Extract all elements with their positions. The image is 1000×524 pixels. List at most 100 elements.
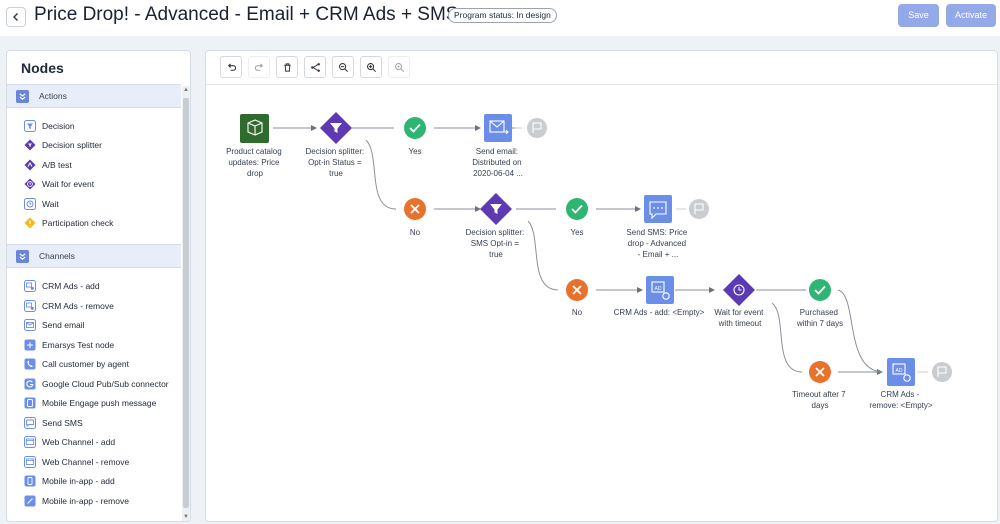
node-item-emarsys-test-node[interactable]: Emarsys Test node bbox=[24, 337, 114, 353]
test-node-icon bbox=[24, 339, 36, 351]
node-item-decision[interactable]: Decision bbox=[24, 118, 75, 134]
node-item-label: Participation check bbox=[42, 218, 114, 228]
node-item-label: Emarsys Test node bbox=[42, 340, 115, 350]
zoom-reset-button[interactable] bbox=[388, 56, 410, 78]
zoom-out-button[interactable] bbox=[332, 56, 354, 78]
no-branch-2[interactable] bbox=[566, 279, 588, 301]
email-icon bbox=[24, 319, 36, 331]
collapse-chevron-icon bbox=[16, 250, 29, 263]
back-button[interactable] bbox=[6, 7, 26, 27]
splitter-2-label: Decision splitter: SMS Opt-in = true bbox=[466, 228, 527, 259]
node-item-label: CRM Ads - add bbox=[42, 281, 100, 291]
purchased-label: Purchased within 7 days bbox=[796, 308, 843, 328]
node-item-participation-check[interactable]: Participation check bbox=[24, 215, 113, 231]
sms-icon bbox=[24, 417, 36, 429]
node-item-decision-splitter[interactable]: Decision splitter bbox=[24, 137, 102, 153]
node-item-wait[interactable]: Wait bbox=[24, 196, 59, 212]
decision-splitter-node-1[interactable] bbox=[320, 112, 352, 144]
nodes-scrollbar[interactable]: ▲ ▼ bbox=[182, 86, 190, 521]
connectors bbox=[273, 125, 928, 375]
zoom-reset-icon bbox=[394, 62, 404, 72]
node-item-label: Mobile Engage push message bbox=[42, 398, 157, 408]
clock-icon bbox=[24, 198, 36, 210]
timeout-label: Timeout after 7 days bbox=[792, 390, 848, 410]
node-item-web-channel-add[interactable]: Web Channel - add bbox=[24, 434, 115, 450]
node-item-mobile-engage-push[interactable]: Mobile Engage push message bbox=[24, 395, 156, 411]
zoom-out-icon bbox=[338, 62, 348, 72]
section-actions-header[interactable]: Actions bbox=[7, 84, 181, 108]
web-remove-icon bbox=[24, 456, 36, 468]
node-item-google-pubsub[interactable]: Google Cloud Pub/Sub connector bbox=[24, 376, 169, 392]
phone-icon bbox=[24, 358, 36, 370]
crm-ads-remove-label: CRM Ads - remove: <Empty> bbox=[869, 390, 932, 410]
scroll-thumb[interactable] bbox=[183, 98, 189, 508]
redo-button[interactable] bbox=[248, 56, 270, 78]
section-channels-header[interactable]: Channels bbox=[7, 244, 181, 268]
send-sms-label: Send SMS: Price drop - Advanced - Email … bbox=[626, 228, 689, 259]
yes-1-label: Yes bbox=[408, 147, 421, 156]
scroll-up-arrow-icon[interactable]: ▲ bbox=[183, 87, 189, 93]
delete-button[interactable] bbox=[276, 56, 298, 78]
node-item-label: CRM Ads - remove bbox=[42, 301, 114, 311]
purchased-branch[interactable] bbox=[809, 279, 831, 301]
activate-button[interactable]: Activate bbox=[946, 4, 996, 27]
web-add-icon bbox=[24, 436, 36, 448]
wait-for-event-node[interactable] bbox=[723, 274, 755, 306]
send-sms-node[interactable] bbox=[644, 195, 672, 223]
no-branch-1[interactable] bbox=[404, 198, 426, 220]
node-item-label: Wait bbox=[42, 199, 59, 209]
node-item-label: Send email bbox=[42, 320, 85, 330]
node-item-label: Send SMS bbox=[42, 418, 83, 428]
zoom-in-button[interactable] bbox=[360, 56, 382, 78]
node-item-mobile-inapp-add[interactable]: Mobile in-app - add bbox=[24, 473, 115, 489]
yes-branch-1[interactable] bbox=[404, 117, 426, 139]
page-header: Price Drop! - Advanced - Email + CRM Ads… bbox=[0, 0, 1000, 36]
section-channels-label: Channels bbox=[39, 251, 75, 261]
page-title: Price Drop! - Advanced - Email + CRM Ads… bbox=[34, 4, 459, 25]
no-1-label: No bbox=[410, 228, 421, 237]
canvas-toolbar bbox=[206, 51, 997, 85]
scroll-down-arrow-icon[interactable]: ▼ bbox=[183, 514, 189, 520]
node-item-crm-ads-add[interactable]: CRM Ads - add bbox=[24, 278, 100, 294]
entry-node[interactable] bbox=[240, 114, 269, 143]
undo-button[interactable] bbox=[220, 56, 242, 78]
collapse-chevron-icon bbox=[16, 90, 29, 103]
diamond-clock-icon bbox=[24, 178, 36, 190]
send-email-label: Send email: Distributed on 2020-06-04 ..… bbox=[472, 147, 524, 178]
crm-ads-add-node[interactable]: AD bbox=[646, 276, 674, 304]
node-item-crm-ads-remove[interactable]: CRM Ads - remove bbox=[24, 298, 114, 314]
nodes-panel: Nodes Actions Decision Decision splitter… bbox=[6, 50, 191, 522]
diamond-filter-icon bbox=[24, 139, 36, 151]
auto-layout-button[interactable] bbox=[304, 56, 326, 78]
program-status-badge: Program status: In design bbox=[448, 8, 557, 23]
yes-branch-2[interactable] bbox=[566, 198, 588, 220]
flow-canvas[interactable]: Product catalog updates: Price drop Deci… bbox=[205, 50, 998, 522]
node-item-label: Google Cloud Pub/Sub connector bbox=[42, 379, 169, 389]
node-item-label: Wait for event bbox=[42, 179, 95, 189]
timeout-branch[interactable] bbox=[809, 361, 831, 383]
google-icon bbox=[24, 378, 36, 390]
node-item-send-email[interactable]: Send email bbox=[24, 317, 85, 333]
node-item-call-customer[interactable]: Call customer by agent bbox=[24, 356, 129, 372]
splitter-1-label: Decision splitter: Opt-in Status = true bbox=[306, 147, 367, 178]
node-item-label: Mobile in-app - remove bbox=[42, 496, 129, 506]
send-email-node[interactable] bbox=[484, 114, 512, 142]
node-item-send-sms[interactable]: Send SMS bbox=[24, 415, 83, 431]
save-button[interactable]: Save bbox=[898, 4, 939, 27]
crm-ads-remove-node[interactable]: AD bbox=[887, 358, 915, 386]
section-actions-label: Actions bbox=[39, 91, 67, 101]
diamond-ab-icon bbox=[24, 159, 36, 171]
node-item-label: Web Channel - add bbox=[42, 437, 116, 447]
node-item-mobile-inapp-remove[interactable]: Mobile in-app - remove bbox=[24, 493, 129, 509]
trash-icon bbox=[283, 62, 291, 72]
node-item-web-channel-remove[interactable]: Web Channel - remove bbox=[24, 454, 129, 470]
filter-icon bbox=[24, 120, 36, 132]
decision-splitter-node-2[interactable] bbox=[480, 193, 512, 225]
end-flag-icon bbox=[689, 199, 709, 219]
chevron-left-icon bbox=[13, 13, 18, 21]
ads-remove-icon bbox=[24, 300, 36, 312]
node-item-ab-test[interactable]: A/B test bbox=[24, 157, 72, 173]
node-item-wait-for-event[interactable]: Wait for event bbox=[24, 176, 94, 192]
svg-text:AD: AD bbox=[896, 368, 903, 374]
nodes-panel-title: Nodes bbox=[21, 60, 64, 76]
